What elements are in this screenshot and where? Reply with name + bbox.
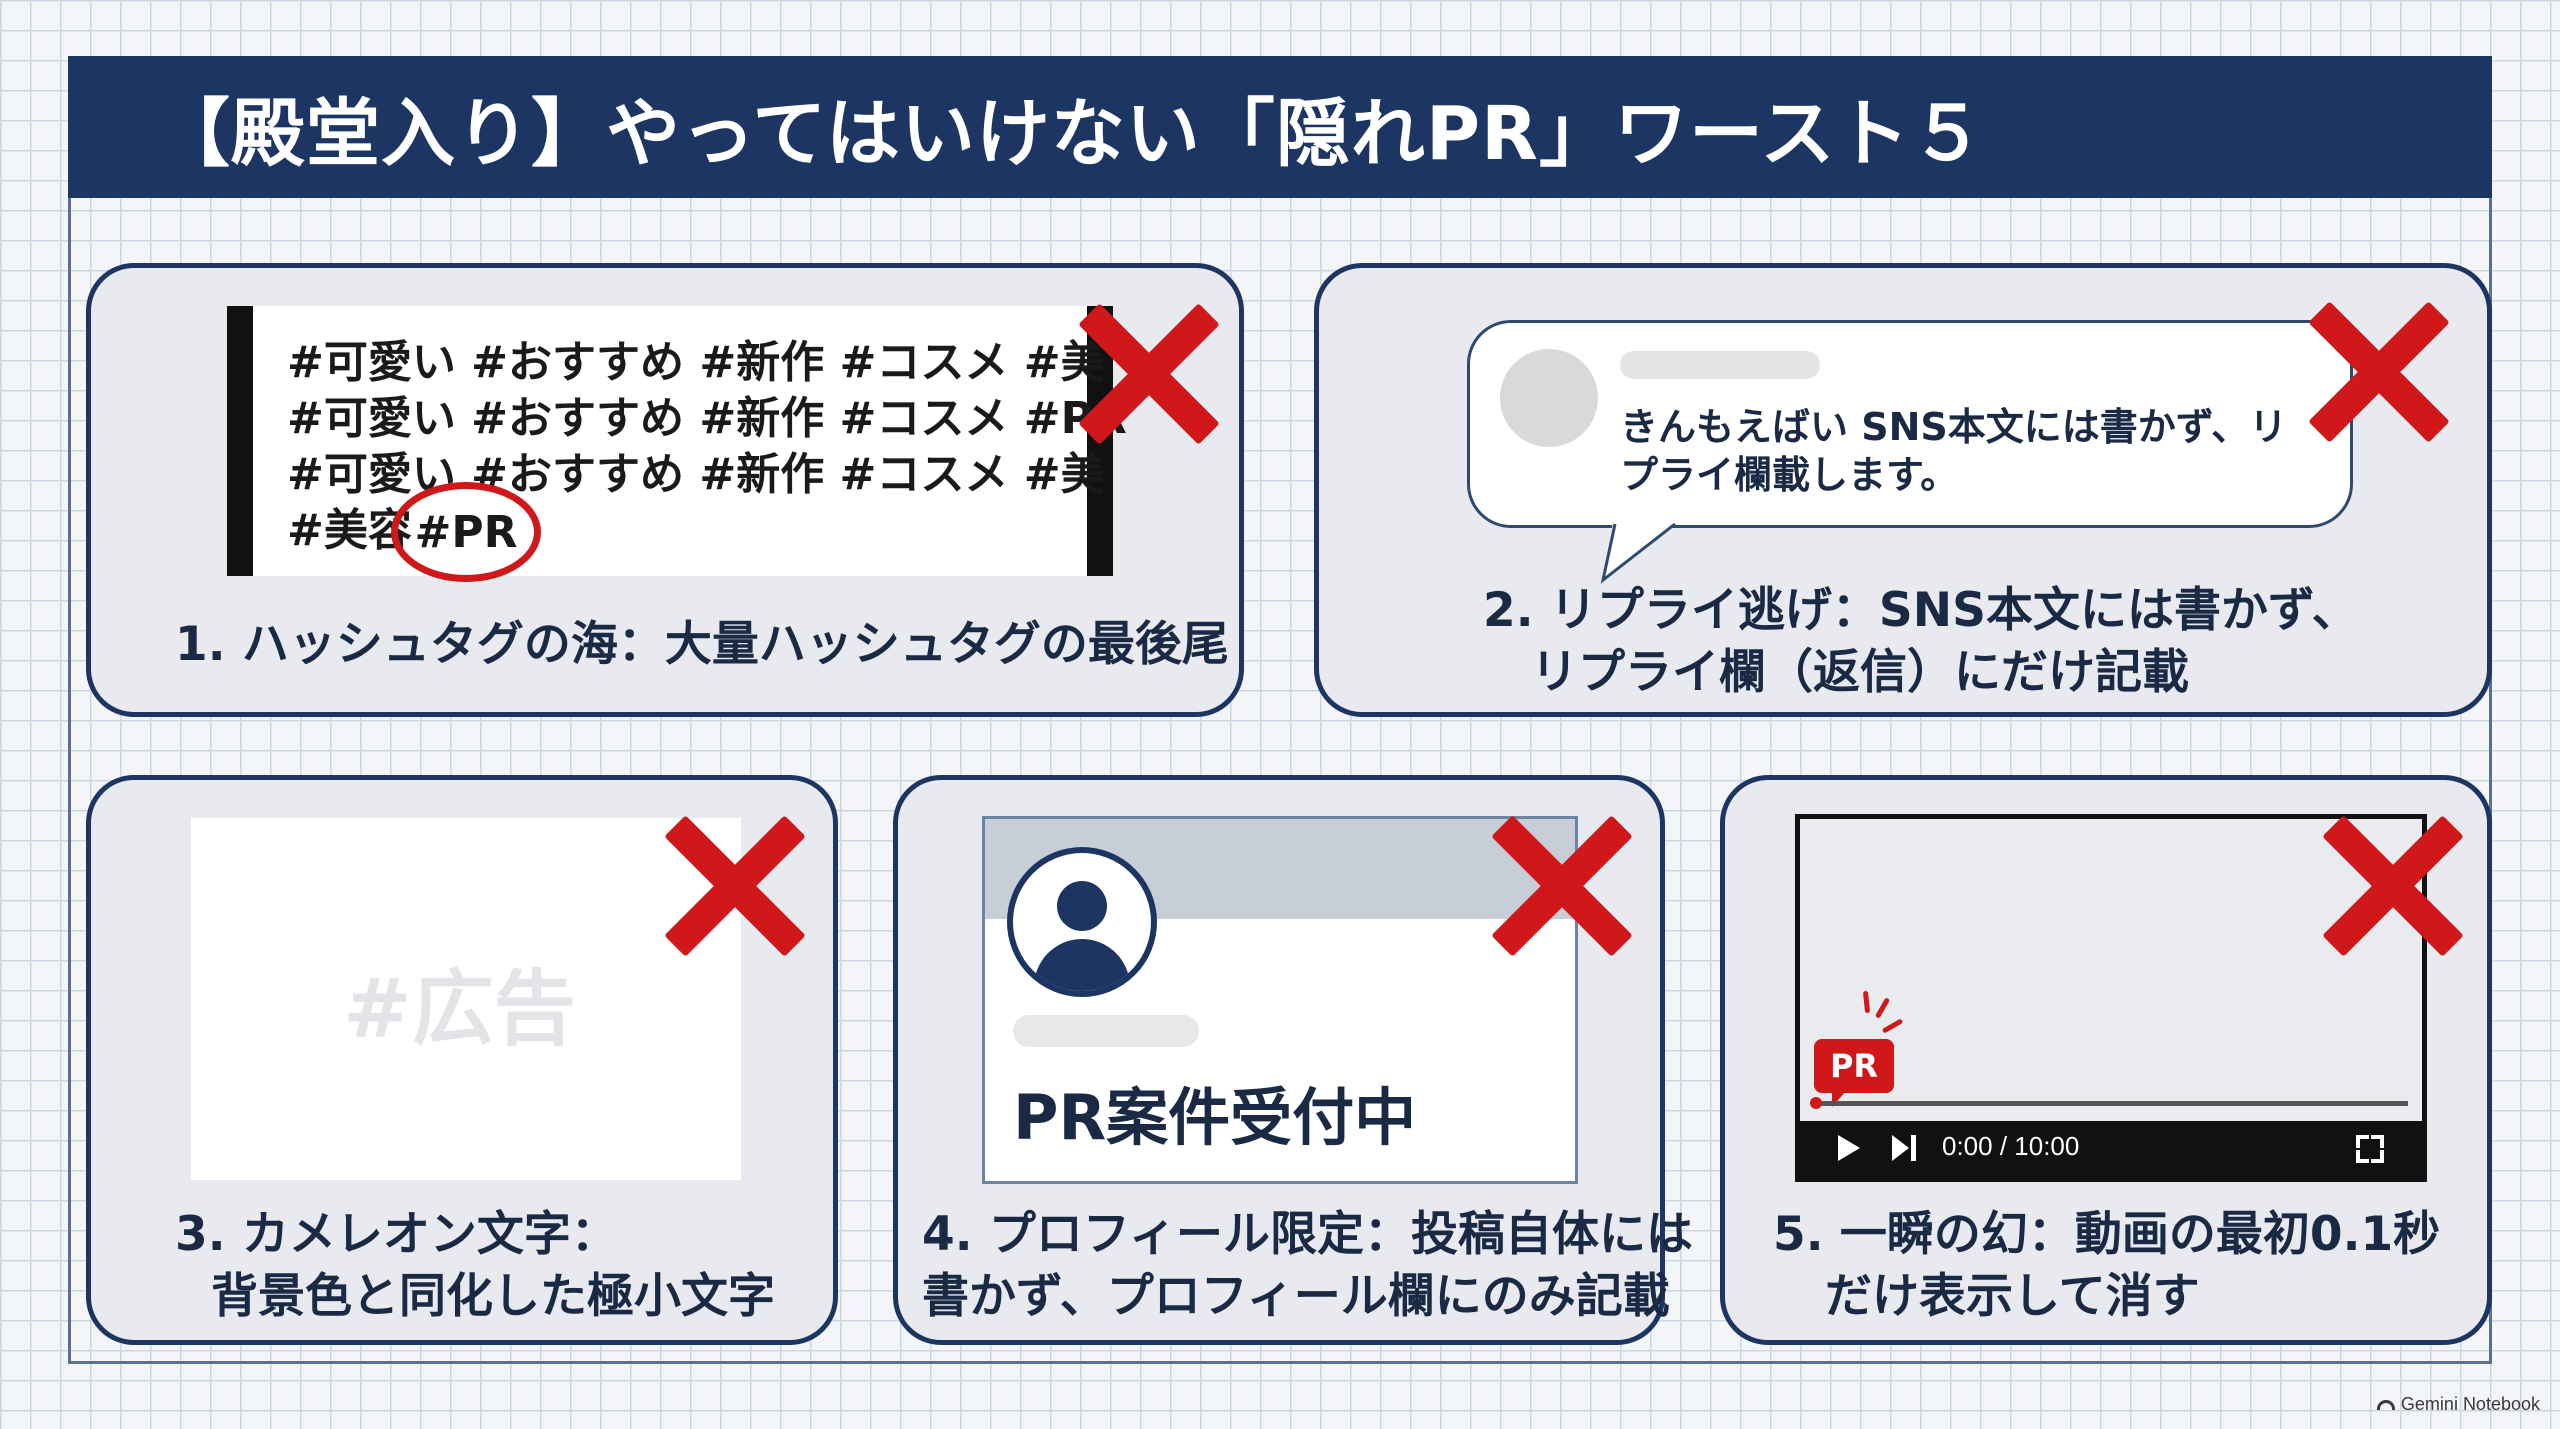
- x-mark-icon: [2309, 302, 2449, 442]
- x-mark-icon: [1492, 816, 1632, 956]
- avatar-placeholder: [1500, 349, 1598, 447]
- username-placeholder: [1013, 1015, 1199, 1047]
- bubble-tail: [1600, 522, 1676, 584]
- card-caption: 1. ハッシュタグの海：大量ハッシュタグの最後尾: [175, 617, 1229, 672]
- white-background-panel: #広告: [191, 818, 741, 1180]
- video-controls: 0:00 / 10:00: [1800, 1097, 2422, 1177]
- frame-bottom: [68, 1361, 2492, 1364]
- phone-bezel-left: [227, 306, 253, 576]
- card-hashtag: #可愛い #おすすめ #新作 #コスメ #美 #可愛い #おすすめ #新作 #コ…: [86, 263, 1244, 717]
- card-caption: 5. 一瞬の幻：動画の最初0.1秒: [1773, 1207, 2441, 1262]
- next-icon[interactable]: [1892, 1135, 1918, 1161]
- video-time: 0:00 / 10:00: [1942, 1131, 2080, 1161]
- bubble-text-line: きんもえばい SNS本文には書かず、リ: [1620, 405, 2288, 449]
- bubble-text-line: プライ欄載します。: [1620, 453, 1959, 497]
- gemini-notebook-brand: Gemini Notebook: [2376, 1394, 2540, 1415]
- hashtag-line: #可愛い #おすすめ #新作 #コスメ #PR: [287, 393, 1127, 444]
- fullscreen-icon[interactable]: [2356, 1135, 2384, 1163]
- card-caption: 4. プロフィール限定：投稿自体には: [922, 1207, 1693, 1262]
- card-profile: PR案件受付中 4. プロフィール限定：投稿自体には 書かず、プロフィール欄にの…: [893, 775, 1693, 1345]
- x-mark-icon: [2323, 816, 2463, 956]
- hashtag-line: #可愛い #おすすめ #新作 #コスメ #美: [287, 449, 1105, 500]
- page-title: 【殿堂入り】やってはいけない「隠れPR」ワースト５: [68, 56, 2492, 198]
- pr-badge: PR: [1814, 1039, 1894, 1107]
- progress-bar[interactable]: [1818, 1101, 2408, 1106]
- card-caption: 書かず、プロフィール欄にのみ記載: [922, 1269, 1670, 1324]
- card-caption: だけ表示して消す: [1825, 1269, 2200, 1324]
- circled-pr-tag: #PR: [391, 482, 541, 582]
- spark-icon: [1862, 990, 1871, 1014]
- brand-label: Gemini Notebook: [2400, 1394, 2540, 1414]
- profile-pr-text: PR案件受付中: [1013, 1081, 1417, 1154]
- x-mark-icon: [665, 816, 805, 956]
- card-caption: 背景色と同化した極小文字: [211, 1269, 775, 1324]
- faint-ad-tag: #広告: [343, 962, 576, 1057]
- frame-right: [2489, 198, 2492, 1364]
- card-reply: きんもえばい SNS本文には書かず、リ プライ欄載します。 2. リプライ逃げ：…: [1314, 263, 2492, 717]
- notebook-logo-icon: [2376, 1399, 2395, 1410]
- card-caption: リプライ欄（返信）にだけ記載: [1531, 645, 2189, 700]
- x-mark-icon: [1079, 304, 1219, 444]
- hashtag-line: #可愛い #おすすめ #新作 #コスメ #美: [287, 337, 1105, 388]
- username-placeholder: [1620, 351, 1820, 379]
- card-caption: 2. リプライ逃げ：SNS本文には書かず、: [1483, 583, 2359, 638]
- profile-card: PR案件受付中: [982, 816, 1578, 1184]
- card-flash: PR 0:00 / 10:00 5. 一瞬の幻：動画の最初0.1秒 だけ表示して…: [1720, 775, 2492, 1345]
- card-chameleon: #広告 3. カメレオン文字： 背景色と同化した極小文字: [86, 775, 838, 1345]
- card-caption: 3. カメレオン文字：: [175, 1207, 618, 1262]
- phone-screen: #可愛い #おすすめ #新作 #コスメ #美 #可愛い #おすすめ #新作 #コ…: [227, 306, 1127, 582]
- video-player[interactable]: PR 0:00 / 10:00: [1795, 814, 2427, 1182]
- spark-icon: [1881, 1018, 1904, 1034]
- user-avatar-icon: [1007, 847, 1157, 997]
- progress-handle[interactable]: [1810, 1097, 1822, 1109]
- frame-left: [68, 198, 71, 1364]
- play-icon[interactable]: [1838, 1135, 1860, 1161]
- spark-icon: [1874, 997, 1891, 1019]
- speech-bubble: きんもえばい SNS本文には書かず、リ プライ欄載します。: [1467, 320, 2353, 528]
